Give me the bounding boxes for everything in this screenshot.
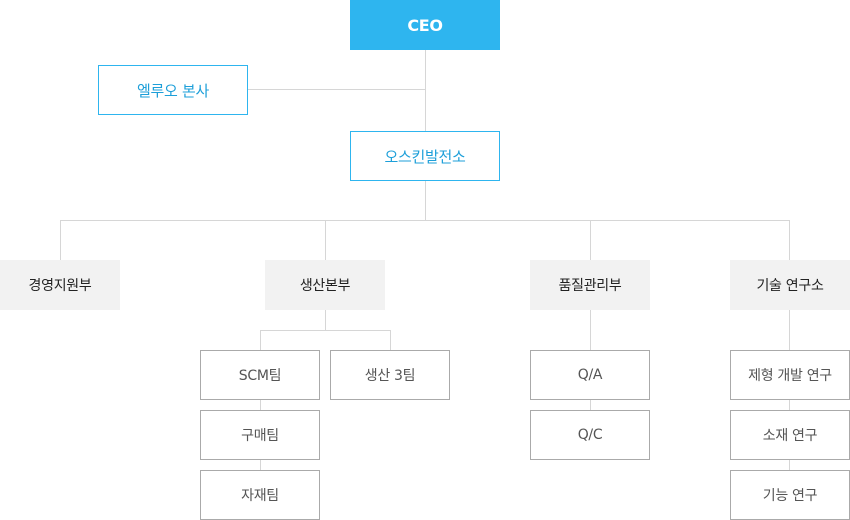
connector-qa-to-qc [590,400,591,410]
team-node: Q/C [530,410,650,460]
connector-lab-to-bus [425,181,426,220]
team-node: 자재팀 [200,470,320,520]
connector-dept-4-down [789,310,790,350]
team-node: 소재 연구 [730,410,850,460]
department-node: 기술 연구소 [730,260,850,310]
connector-headquarters-branch [247,89,425,90]
connector-dept-2-down [325,310,326,330]
lab-node: 오스킨발전소 [350,131,500,181]
team-node: 생산 3팀 [330,350,450,400]
connector-bus-to-dept-2 [325,220,326,260]
connector-ceo-to-lab [425,50,426,131]
team-node: 기능 연구 [730,470,850,520]
team-node: SCM팀 [200,350,320,400]
team-node: 구매팀 [200,410,320,460]
headquarters-node: 엘루오 본사 [98,65,248,115]
connector-dept-3-down [590,310,591,350]
team-node: Q/A [530,350,650,400]
connector-bus-to-dept-1 [60,220,61,260]
connector-bus-to-dept-3 [590,220,591,260]
connector-formulation-to-material [789,400,790,410]
department-node: 생산본부 [265,260,385,310]
connector-bus-to-dept-4 [789,220,790,260]
connector-material-to-function [789,460,790,470]
department-node: 경영지원부 [0,260,120,310]
connector-department-bus [60,220,790,221]
connector-team-bus-left [260,330,261,350]
connector-dept-2-team-bus [260,330,390,331]
connector-purchase-to-material [260,460,261,470]
ceo-node: CEO [350,0,500,50]
connector-team-bus-right [390,330,391,350]
connector-scm-to-purchase [260,400,261,410]
department-node: 품질관리부 [530,260,650,310]
team-node: 제형 개발 연구 [730,350,850,400]
